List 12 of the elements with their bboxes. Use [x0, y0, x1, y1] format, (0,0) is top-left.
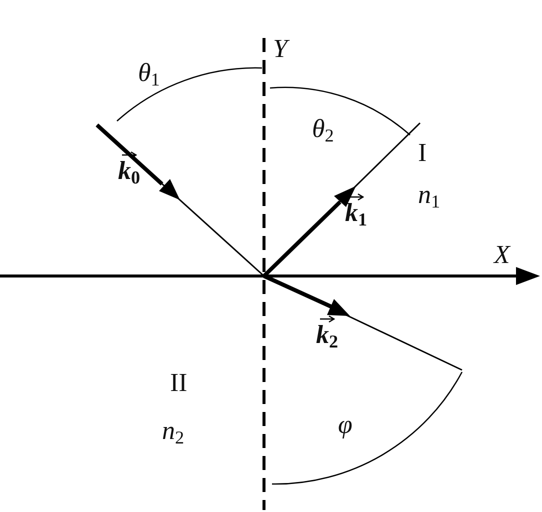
vector-label: k$_{0}$: [118, 158, 140, 187]
region-label: I: [418, 140, 427, 166]
axis-label: Y: [273, 36, 288, 62]
axis-label: X: [494, 242, 510, 268]
angle-label: θ$_{1}$: [138, 60, 160, 89]
refractive-index-label: n$_{2}$: [162, 418, 184, 447]
angle-label: θ$_{2}$: [312, 116, 334, 145]
region-label: II: [170, 370, 188, 396]
vector-label: k$_{2}$: [316, 322, 338, 351]
angle-label: φ: [338, 412, 352, 438]
vector-label: k$_{1}$: [345, 200, 368, 229]
refractive-index-label: n$_{1}$: [418, 182, 440, 211]
